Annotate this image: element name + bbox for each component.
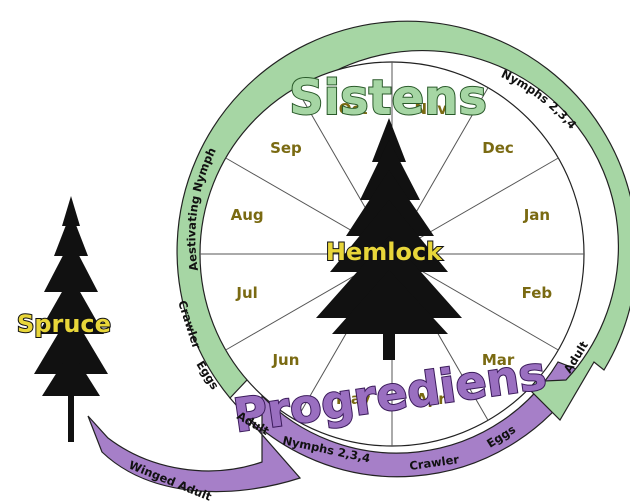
hemlock-tree-icon — [316, 118, 462, 360]
month-label-sep: Sep — [270, 139, 302, 157]
month-label-may: May — [336, 390, 371, 408]
month-label-dec: Dec — [482, 139, 514, 157]
hemlock-label: Hemlock — [326, 238, 443, 266]
month-label-oct: Oct — [339, 100, 368, 118]
month-label-feb: Feb — [522, 284, 553, 302]
label-crawler-bottom: Crawler — [408, 452, 460, 473]
month-label-apr: Apr — [416, 390, 446, 408]
month-label-jan: Jan — [523, 206, 550, 224]
month-label-jul: Jul — [235, 284, 257, 302]
month-label-jun: Jun — [271, 351, 299, 369]
spruce-label: Spruce — [17, 310, 111, 338]
month-label-mar: Mar — [482, 351, 515, 369]
progrediens-arrow — [87, 361, 585, 493]
sistens-title: Sistens — [289, 70, 487, 126]
month-label-nov: Nov — [415, 100, 448, 118]
spruce-tree-icon — [34, 196, 108, 442]
month-label-aug: Aug — [231, 206, 264, 224]
